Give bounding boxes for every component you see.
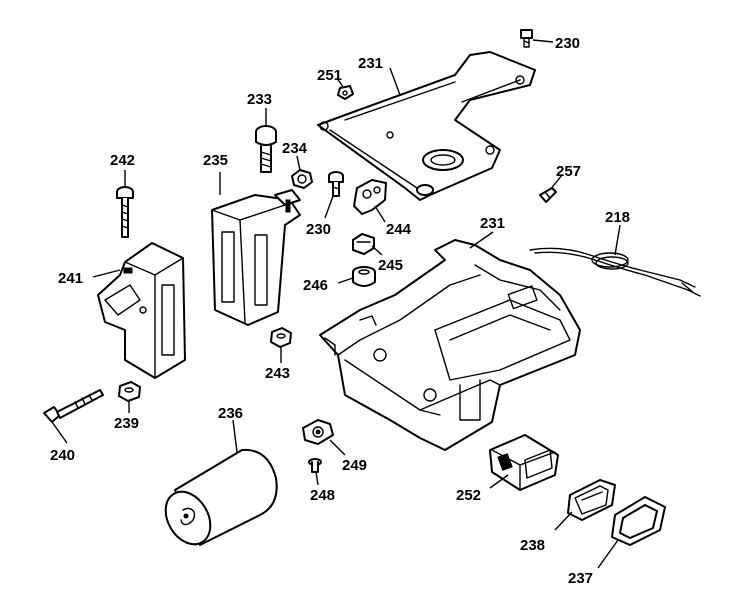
callout-237: 237: [568, 570, 593, 587]
callout-243: 243: [265, 365, 290, 382]
callout-246: 246: [303, 277, 328, 294]
part-257-clip: [539, 187, 557, 203]
part-234-hex-nut: [291, 169, 313, 189]
leader-lines: [51, 39, 621, 569]
callout-230-mid: 230: [306, 221, 331, 238]
part-249-cable-clamp: [302, 419, 334, 445]
callout-242: 242: [110, 152, 135, 169]
callout-235: 235: [203, 152, 228, 169]
part-237-gasket: [611, 496, 666, 546]
callout-239: 239: [114, 415, 139, 432]
part-231-base-housing: [319, 239, 581, 451]
part-245-spacer: [352, 233, 375, 255]
part-239-nut: [118, 381, 141, 402]
part-235-bracket-housing: [211, 189, 301, 326]
part-241-switch-bracket: [97, 242, 186, 379]
part-252-rocker-switch: [489, 434, 559, 491]
callout-252: 252: [456, 487, 481, 504]
callout-234: 234: [282, 140, 308, 157]
part-251-nut: [337, 85, 354, 100]
callout-241: 241: [58, 270, 83, 287]
callout-231-top: 231: [358, 55, 383, 72]
callout-233: 233: [247, 91, 272, 108]
part-244-latch-clip: [353, 179, 387, 215]
part-233-thumb-screw: [255, 125, 277, 173]
callout-230-top: 230: [555, 35, 580, 52]
callout-236: 236: [218, 405, 243, 422]
callout-231-base: 231: [480, 215, 505, 232]
callout-238: 238: [520, 537, 545, 554]
part-238-switch-cover: [567, 479, 616, 521]
callout-251: 251: [317, 67, 342, 84]
part-230-screw-top: [520, 29, 533, 48]
part-236-capacitor: [164, 448, 278, 546]
part-230-screw-mid: [328, 171, 344, 197]
callout-248: 248: [310, 487, 335, 504]
part-240-long-bolt: [43, 389, 104, 423]
part-231-top-plate: [317, 51, 536, 201]
part-243-hex-nut: [270, 327, 292, 348]
callout-257: 257: [556, 163, 581, 180]
part-242-long-screw: [116, 186, 134, 238]
part-246-bushing: [352, 266, 376, 287]
callout-218: 218: [605, 209, 630, 226]
part-218-power-cord: [529, 247, 701, 297]
callout-244: 244: [386, 221, 412, 238]
part-248-screw: [308, 458, 322, 473]
callout-240: 240: [50, 447, 75, 464]
callout-249: 249: [342, 457, 367, 474]
callout-245: 245: [378, 257, 403, 274]
